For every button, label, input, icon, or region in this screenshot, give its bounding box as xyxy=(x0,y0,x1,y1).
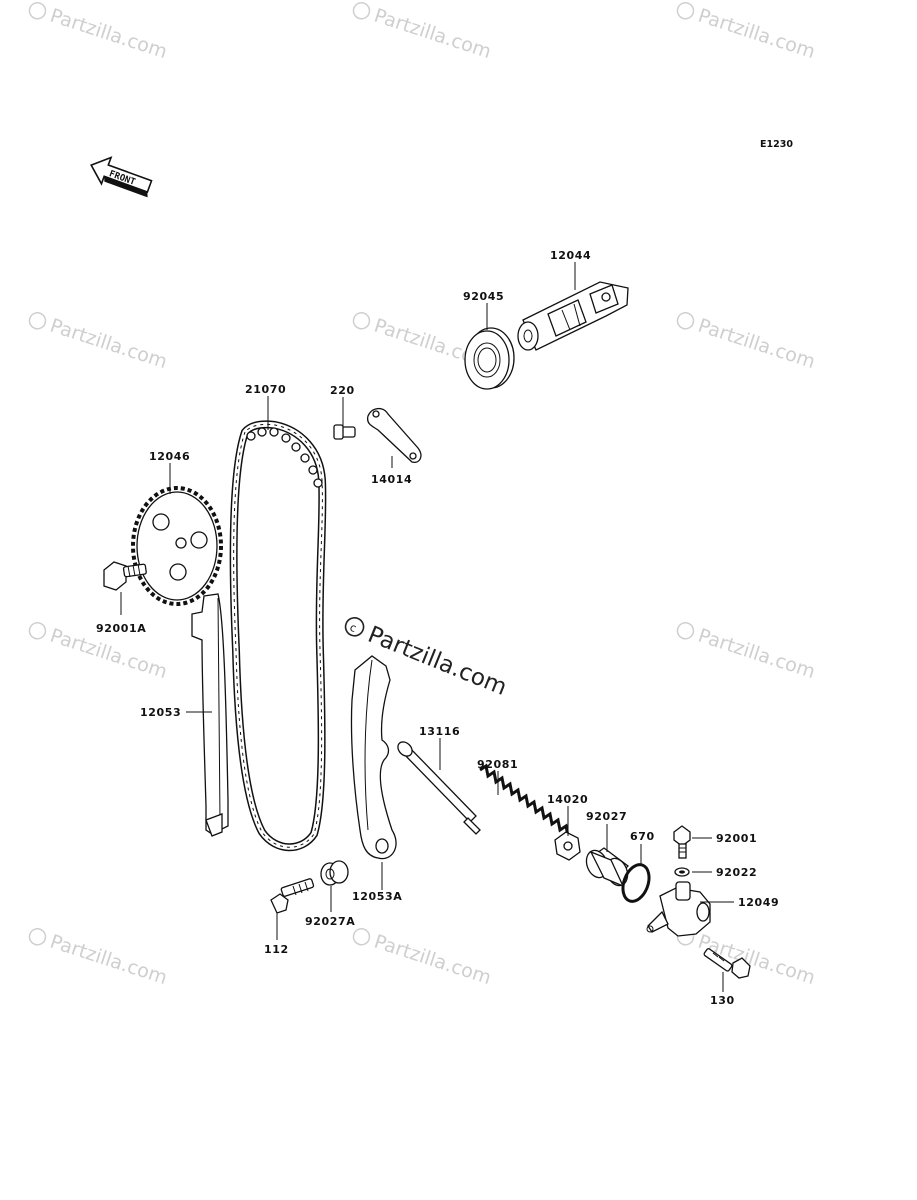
part-label: 21070 xyxy=(245,383,286,396)
camshaft xyxy=(517,281,629,351)
part-label: 12046 xyxy=(149,450,190,463)
part-label: 92022 xyxy=(716,866,757,879)
watermark-text: Partzilla.com xyxy=(695,5,817,63)
part-labels: 12044 92045 21070 220 14014 12046 92001A… xyxy=(96,249,779,1007)
cam-chain xyxy=(229,420,327,852)
bolt-130 xyxy=(703,948,751,979)
washer-92022 xyxy=(674,867,690,877)
watermark-layer: Partzilla.com Partzilla.com Partzilla.co… xyxy=(28,2,818,989)
part-label: 14014 xyxy=(371,473,412,486)
part-label: 12049 xyxy=(738,896,779,909)
nut-14020 xyxy=(554,831,581,861)
part-label: 12044 xyxy=(550,249,591,262)
watermark-text: Partzilla.com xyxy=(371,5,493,63)
part-label: 220 xyxy=(330,384,355,397)
tensioner-guide xyxy=(350,655,397,860)
bolt-112 xyxy=(270,878,315,914)
watermark-text: Partzilla.com xyxy=(695,625,817,683)
watermark-text: Partzilla.com xyxy=(47,315,169,373)
watermark-text: Partzilla.com xyxy=(47,931,169,989)
part-label: 670 xyxy=(630,830,655,843)
part-label: 112 xyxy=(264,943,289,956)
part-label: 92001A xyxy=(96,622,146,635)
watermark-text: Partzilla.com xyxy=(695,315,817,373)
spring xyxy=(479,763,570,837)
sprocket xyxy=(131,486,223,606)
leader-lines xyxy=(120,262,734,992)
chain-guide xyxy=(191,593,229,837)
diagram-code: E1230 xyxy=(760,139,793,150)
collar-92027A xyxy=(320,860,349,886)
copyright-icon xyxy=(344,617,365,637)
bolt-92001A xyxy=(103,561,147,591)
bolt-220 xyxy=(333,424,356,440)
o-ring xyxy=(621,863,651,903)
part-label: 12053A xyxy=(352,890,402,903)
part-label: 92045 xyxy=(463,290,504,303)
part-label: 92081 xyxy=(477,758,518,771)
tensioner-body xyxy=(646,881,711,937)
guide-plate xyxy=(366,407,422,463)
tensioner-shaft xyxy=(397,741,481,835)
watermark-text: Partzilla.com xyxy=(371,931,493,989)
part-label: 12053 xyxy=(140,706,181,719)
part-label: 14020 xyxy=(547,793,588,806)
part-label: 13116 xyxy=(419,725,460,738)
part-label: 130 xyxy=(710,994,735,1007)
watermark-text: Partzilla.com xyxy=(47,5,169,63)
part-label: 92001 xyxy=(716,832,757,845)
front-arrow-icon: FRONT xyxy=(90,156,153,198)
bearing xyxy=(464,327,515,390)
svg-text:c: c xyxy=(348,621,358,635)
bolt-92001 xyxy=(673,825,691,859)
part-label: 92027A xyxy=(305,915,355,928)
collar-92027 xyxy=(585,847,629,888)
part-label: 92027 xyxy=(586,810,627,823)
